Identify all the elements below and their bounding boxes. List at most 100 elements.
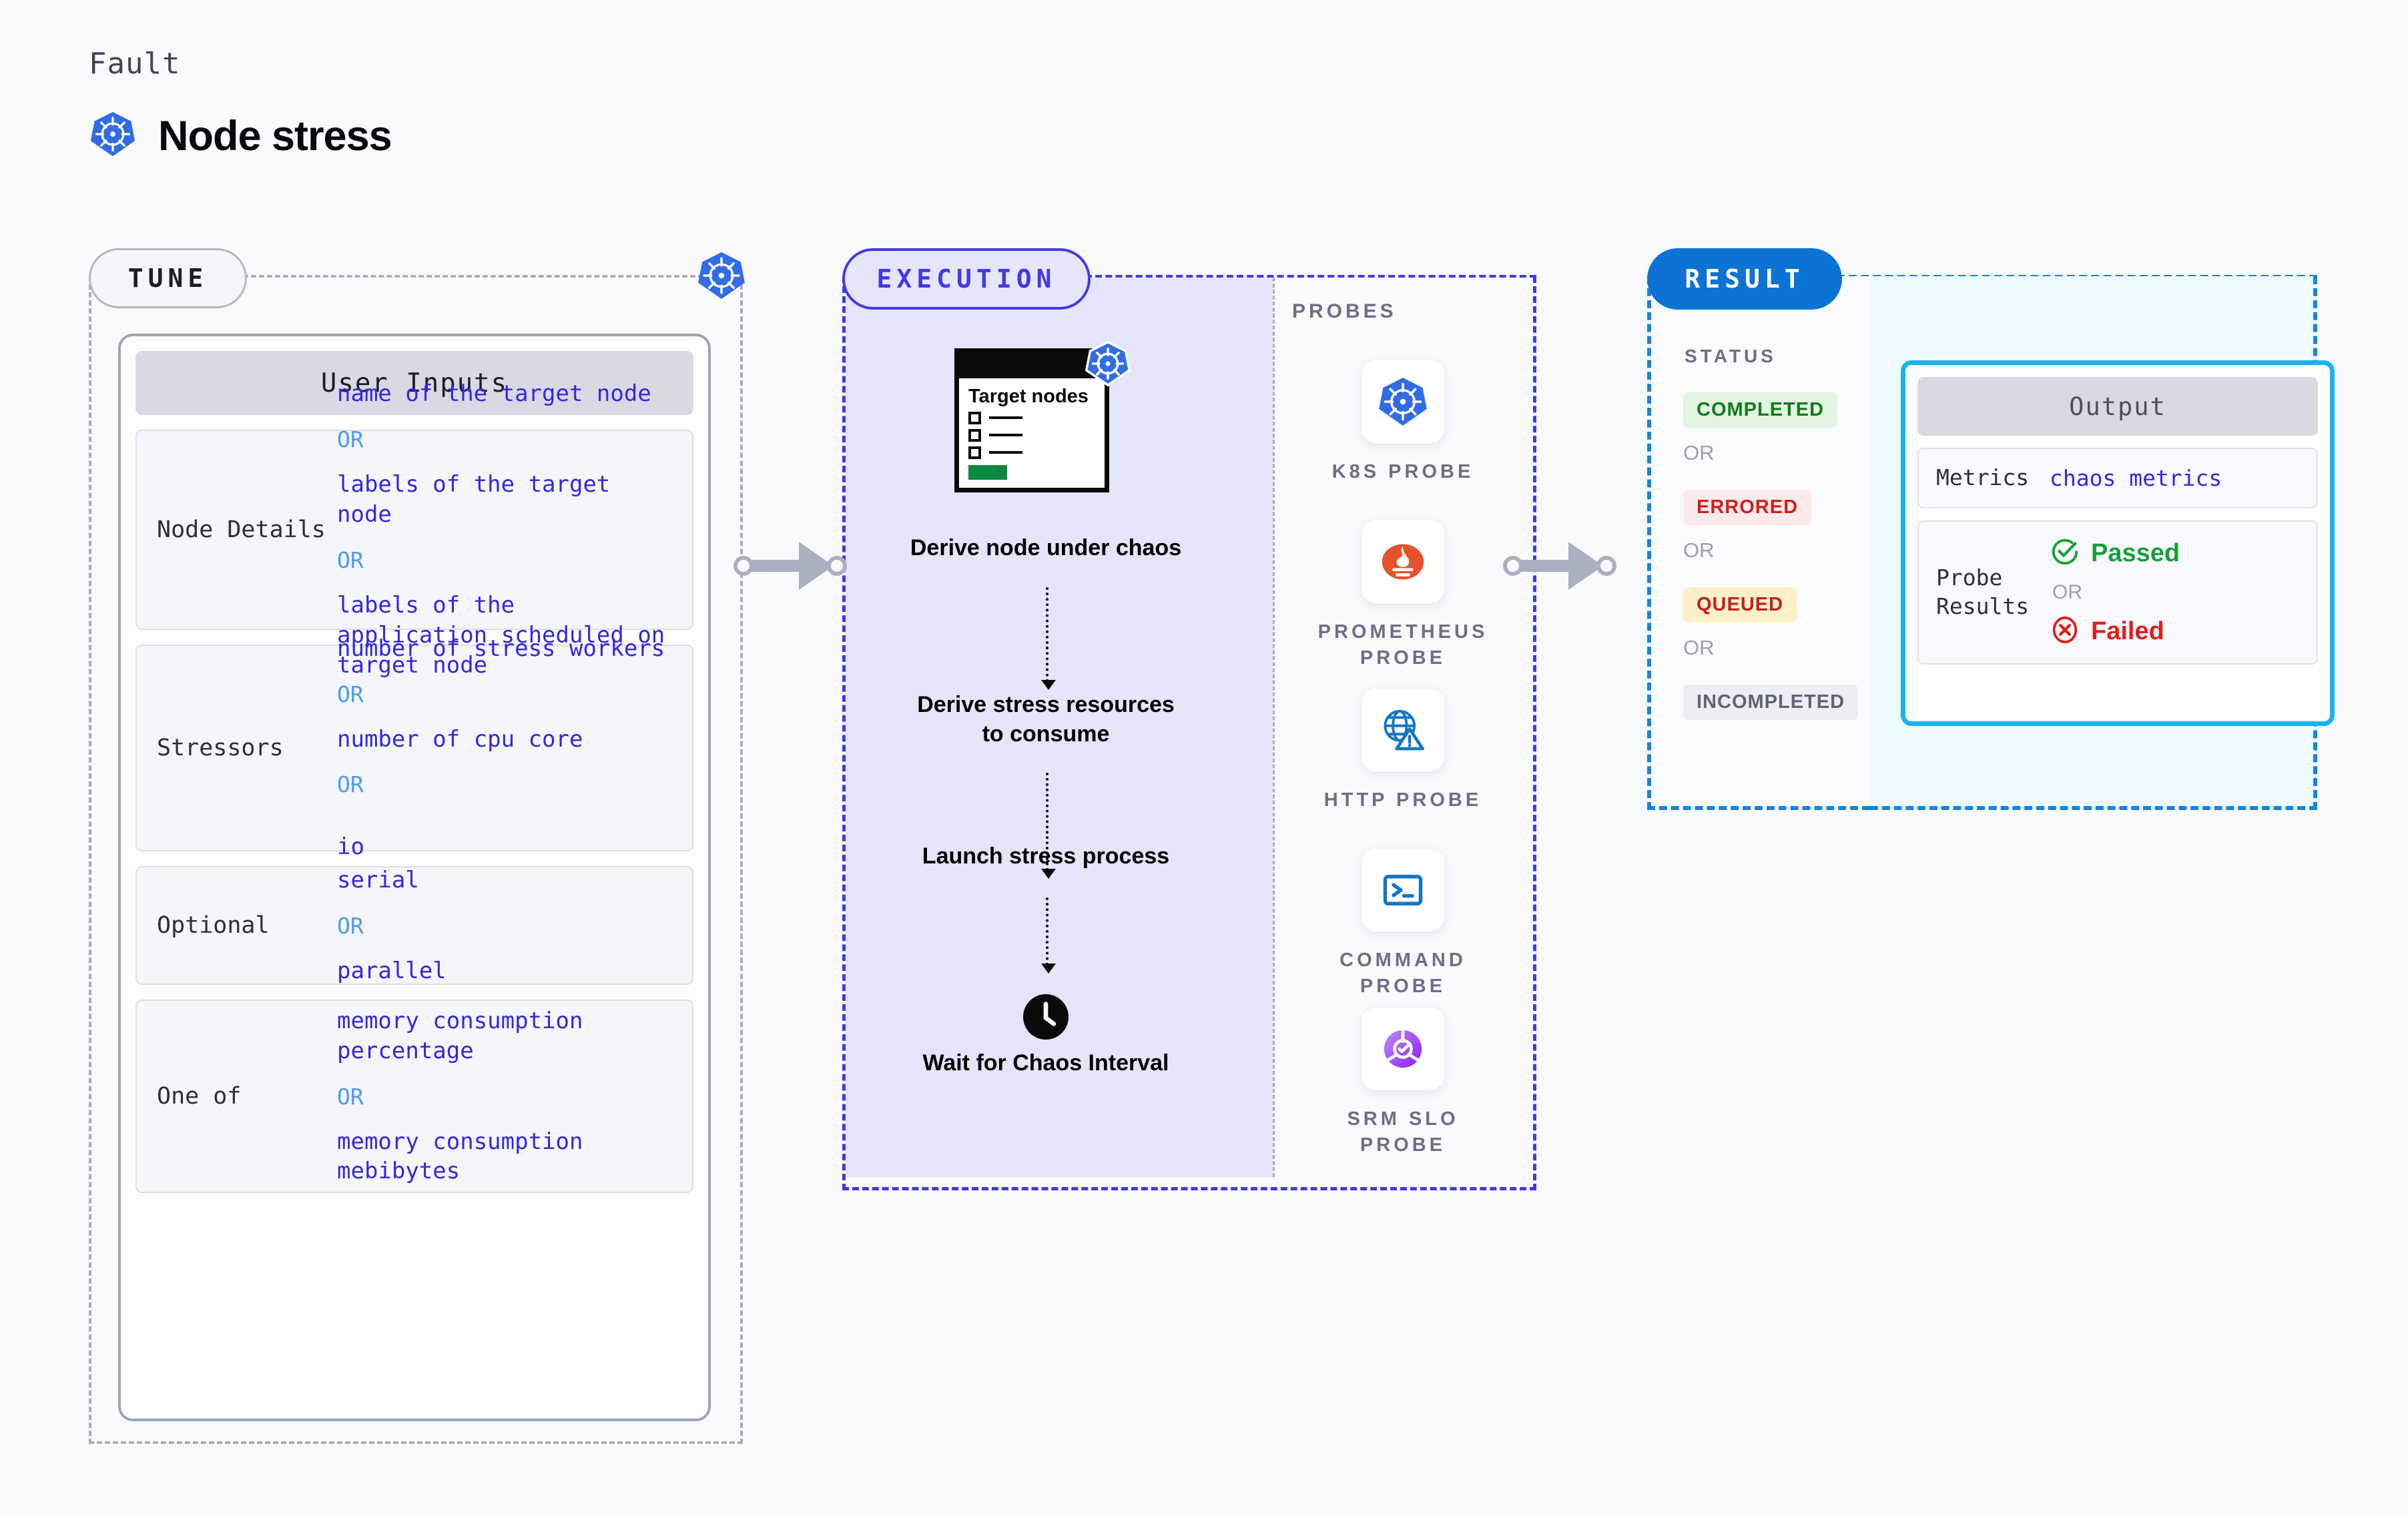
input-group-label: Optional — [157, 912, 270, 939]
probe-result-passed: Passed — [2050, 536, 2180, 571]
probe-item[interactable]: K8S PROBE — [1303, 360, 1503, 485]
page-title: Node stress — [158, 112, 392, 159]
or-separator: OR — [337, 912, 364, 939]
x-circle-icon — [2050, 615, 2080, 649]
status-separator: OR — [1683, 441, 1715, 464]
input-value: serial — [337, 866, 419, 893]
probe-label: SRM SLO PROBE — [1347, 1108, 1459, 1156]
checkbox-row — [968, 428, 1095, 442]
or-separator: OR — [337, 681, 364, 707]
fault-label: Fault — [89, 47, 181, 81]
flow-step-4: Wait for Chaos Interval — [922, 1050, 1169, 1076]
output-row-probe-results: Probe Results Passed OR — [1917, 520, 2318, 665]
output-card: Output Metrics chaos metrics Probe Resul… — [1901, 360, 2335, 726]
output-header: Output — [1917, 377, 2318, 436]
probe-item[interactable]: HTTP PROBE — [1303, 689, 1503, 813]
input-value: name of the target node — [337, 380, 651, 408]
connector-dot-end — [827, 556, 847, 576]
check-circle-icon — [2050, 536, 2080, 571]
spacer — [337, 815, 672, 832]
input-value: io — [337, 833, 364, 861]
input-value: memory consumption percentage — [337, 1007, 583, 1064]
flow-step-1: Derive node under chaos — [910, 535, 1182, 560]
probe-label: PROMETHEUS PROBE — [1317, 621, 1488, 669]
checkbox-icon — [968, 428, 981, 442]
status-badge: ERRORED — [1683, 490, 1812, 525]
or-separator: OR — [337, 426, 364, 453]
flow-arrow-1 — [1041, 587, 1056, 690]
placeholder-line — [989, 416, 1022, 420]
tune-panel-boundary — [89, 276, 743, 1444]
probe-item[interactable]: PROMETHEUS PROBE — [1303, 520, 1503, 671]
metrics-value: chaos metrics — [2050, 464, 2222, 491]
connector-tune-execution — [733, 542, 847, 590]
kubernetes-icon — [1085, 340, 1131, 387]
passed-label: Passed — [2091, 538, 2180, 567]
input-group-label: One of — [157, 1083, 242, 1110]
status-badge: COMPLETED — [1683, 392, 1838, 428]
input-value: labels of the target node — [337, 471, 611, 528]
connector-line — [1520, 560, 1571, 572]
tune-badge[interactable]: TUNE — [89, 248, 247, 308]
or-separator: OR — [337, 1083, 364, 1110]
status-title: STATUS — [1685, 346, 1777, 366]
probe-result-failed: Failed — [2050, 615, 2180, 649]
target-nodes-title: Target nodes — [968, 386, 1089, 407]
or-separator: OR — [337, 547, 364, 573]
checkbox-row — [968, 411, 1095, 424]
connector-dot-end — [1596, 556, 1616, 576]
placeholder-line — [989, 434, 1022, 437]
input-value: parallel — [337, 957, 446, 984]
input-group-label: Stressors — [157, 735, 284, 761]
probe-results-label: Probe Results — [1936, 564, 2030, 619]
kubernetes-icon — [1362, 360, 1444, 443]
input-value: memory consumption mebibytes — [337, 1128, 583, 1185]
failed-label: Failed — [2091, 617, 2164, 645]
slo-check-icon — [1362, 1008, 1444, 1090]
status-separator: OR — [1683, 538, 1715, 562]
probe-results-values: Passed OR Failed — [2050, 536, 2180, 649]
connector-execution-result — [1503, 542, 1616, 590]
connector-dot-start — [1503, 556, 1523, 576]
checkbox-icon — [968, 411, 981, 424]
output-row-metrics: Metrics chaos metrics — [1917, 448, 2318, 508]
flow-step-3: Launch stress process — [922, 843, 1170, 869]
input-value: labels of the application scheduled on t… — [337, 592, 665, 679]
probe-item[interactable]: SRM SLO PROBE — [1303, 1008, 1503, 1158]
checkbox-icon — [968, 446, 981, 459]
probe-label: HTTP PROBE — [1323, 789, 1482, 811]
tune-dashed-connector — [243, 275, 703, 278]
kubernetes-icon — [89, 110, 137, 161]
metrics-label: Metrics — [1936, 464, 2030, 490]
prometheus-icon — [1362, 520, 1444, 603]
execution-badge[interactable]: EXECUTION — [842, 248, 1091, 310]
probe-label: K8S PROBE — [1331, 461, 1474, 482]
status-column-boundary — [1647, 276, 1870, 810]
input-value: number of cpu core — [337, 725, 583, 753]
connector-line — [751, 560, 802, 572]
placeholder-line — [989, 451, 1022, 454]
flow-step-2: Derive stress resources to consume — [917, 692, 1175, 747]
kubernetes-icon — [696, 250, 747, 301]
target-nodes-card: Target nodes — [954, 348, 1109, 492]
status-separator: OR — [1683, 636, 1715, 659]
probe-item[interactable]: COMMAND PROBE — [1303, 849, 1503, 1000]
clock-icon — [1021, 992, 1071, 1042]
probe-label: COMMAND PROBE — [1339, 950, 1466, 998]
probe-result-separator: OR — [2052, 581, 2082, 603]
fault-title-row: Node stress — [89, 110, 392, 161]
status-badge: QUEUED — [1683, 587, 1797, 623]
result-badge[interactable]: RESULT — [1647, 248, 1842, 310]
execution-dashed-connector — [1085, 275, 1536, 278]
probes-title: PROBES — [1292, 300, 1397, 322]
status-badge: INCOMPLETED — [1683, 685, 1859, 720]
